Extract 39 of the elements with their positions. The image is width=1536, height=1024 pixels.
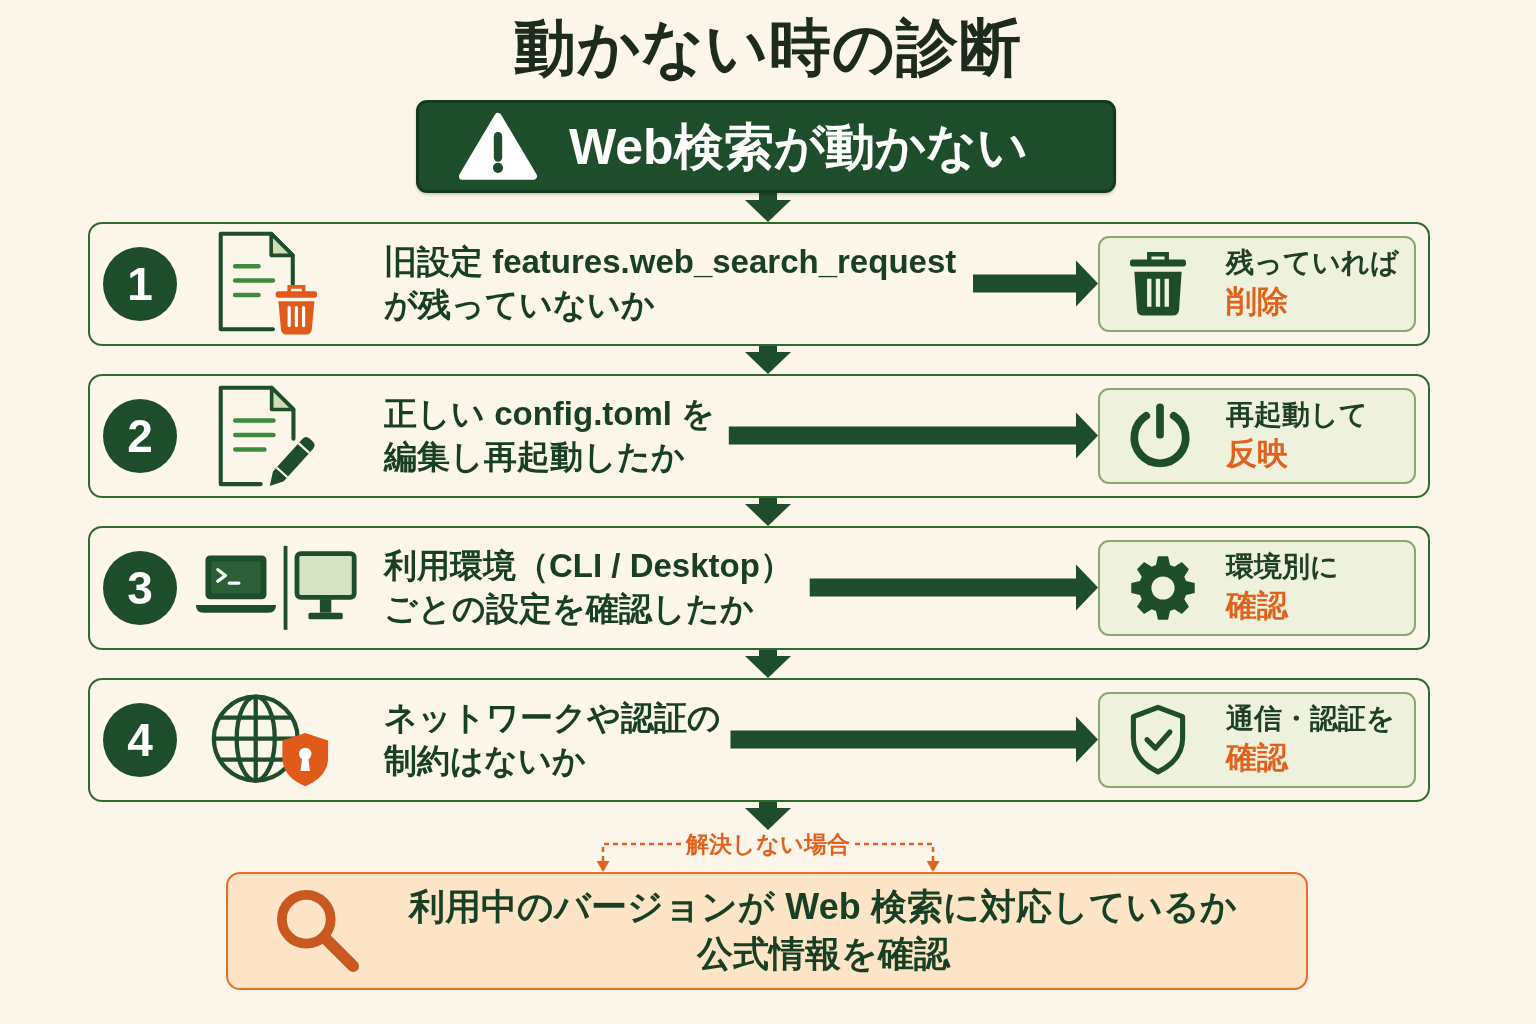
action-box	[1098, 387, 1416, 484]
highlight-text: 確認	[1226, 738, 1290, 777]
arrow	[973, 260, 1098, 307]
action-text: 再起動して	[1226, 398, 1369, 433]
title: 動かない時の診断	[514, 12, 1022, 84]
arrow	[745, 193, 791, 222]
arrow	[745, 498, 791, 526]
banner-box	[416, 100, 1116, 193]
dashed-arrow	[596, 842, 940, 872]
step-panel	[88, 222, 1430, 346]
arrow	[745, 346, 791, 374]
question-text: 利用環境（CLI / Desktop）ごとの設定を確認したか	[384, 543, 810, 632]
number-circle: 2	[103, 398, 177, 473]
number-circle: 3	[103, 550, 177, 625]
highlight-text: 確認	[1226, 586, 1290, 625]
action-box	[1098, 235, 1416, 332]
result-box	[226, 872, 1308, 990]
step-panel	[88, 678, 1430, 802]
question-text: 旧設定 features.web_search_requestが残っていないか	[384, 239, 974, 328]
question-text: 正しい config.toml を編集し再起動したか	[384, 391, 729, 480]
action-box	[1098, 539, 1416, 636]
arrow	[745, 650, 791, 678]
step-panel	[88, 526, 1430, 650]
highlight-text: 削除	[1226, 282, 1289, 321]
action-text: 残っていれば	[1226, 246, 1400, 281]
action-box	[1098, 691, 1416, 788]
result-text: 利用中のバージョンが Web 検索に対応しているか公式情報を確認	[407, 885, 1238, 976]
number-circle: 1	[103, 246, 177, 321]
highlight-text: 反映	[1226, 434, 1289, 473]
number-circle: 4	[103, 702, 177, 777]
arrow	[728, 412, 1098, 459]
arrow	[809, 564, 1098, 611]
action-text: 環境別に	[1226, 550, 1340, 585]
banner-text: Web検索が動かない	[569, 117, 1028, 177]
question-text: ネットワークや認証の制約はないか	[384, 695, 731, 784]
step-panel	[88, 374, 1430, 498]
arrow	[745, 802, 791, 830]
action-text: 通信・認証を	[1226, 702, 1396, 737]
arrow	[730, 716, 1098, 763]
